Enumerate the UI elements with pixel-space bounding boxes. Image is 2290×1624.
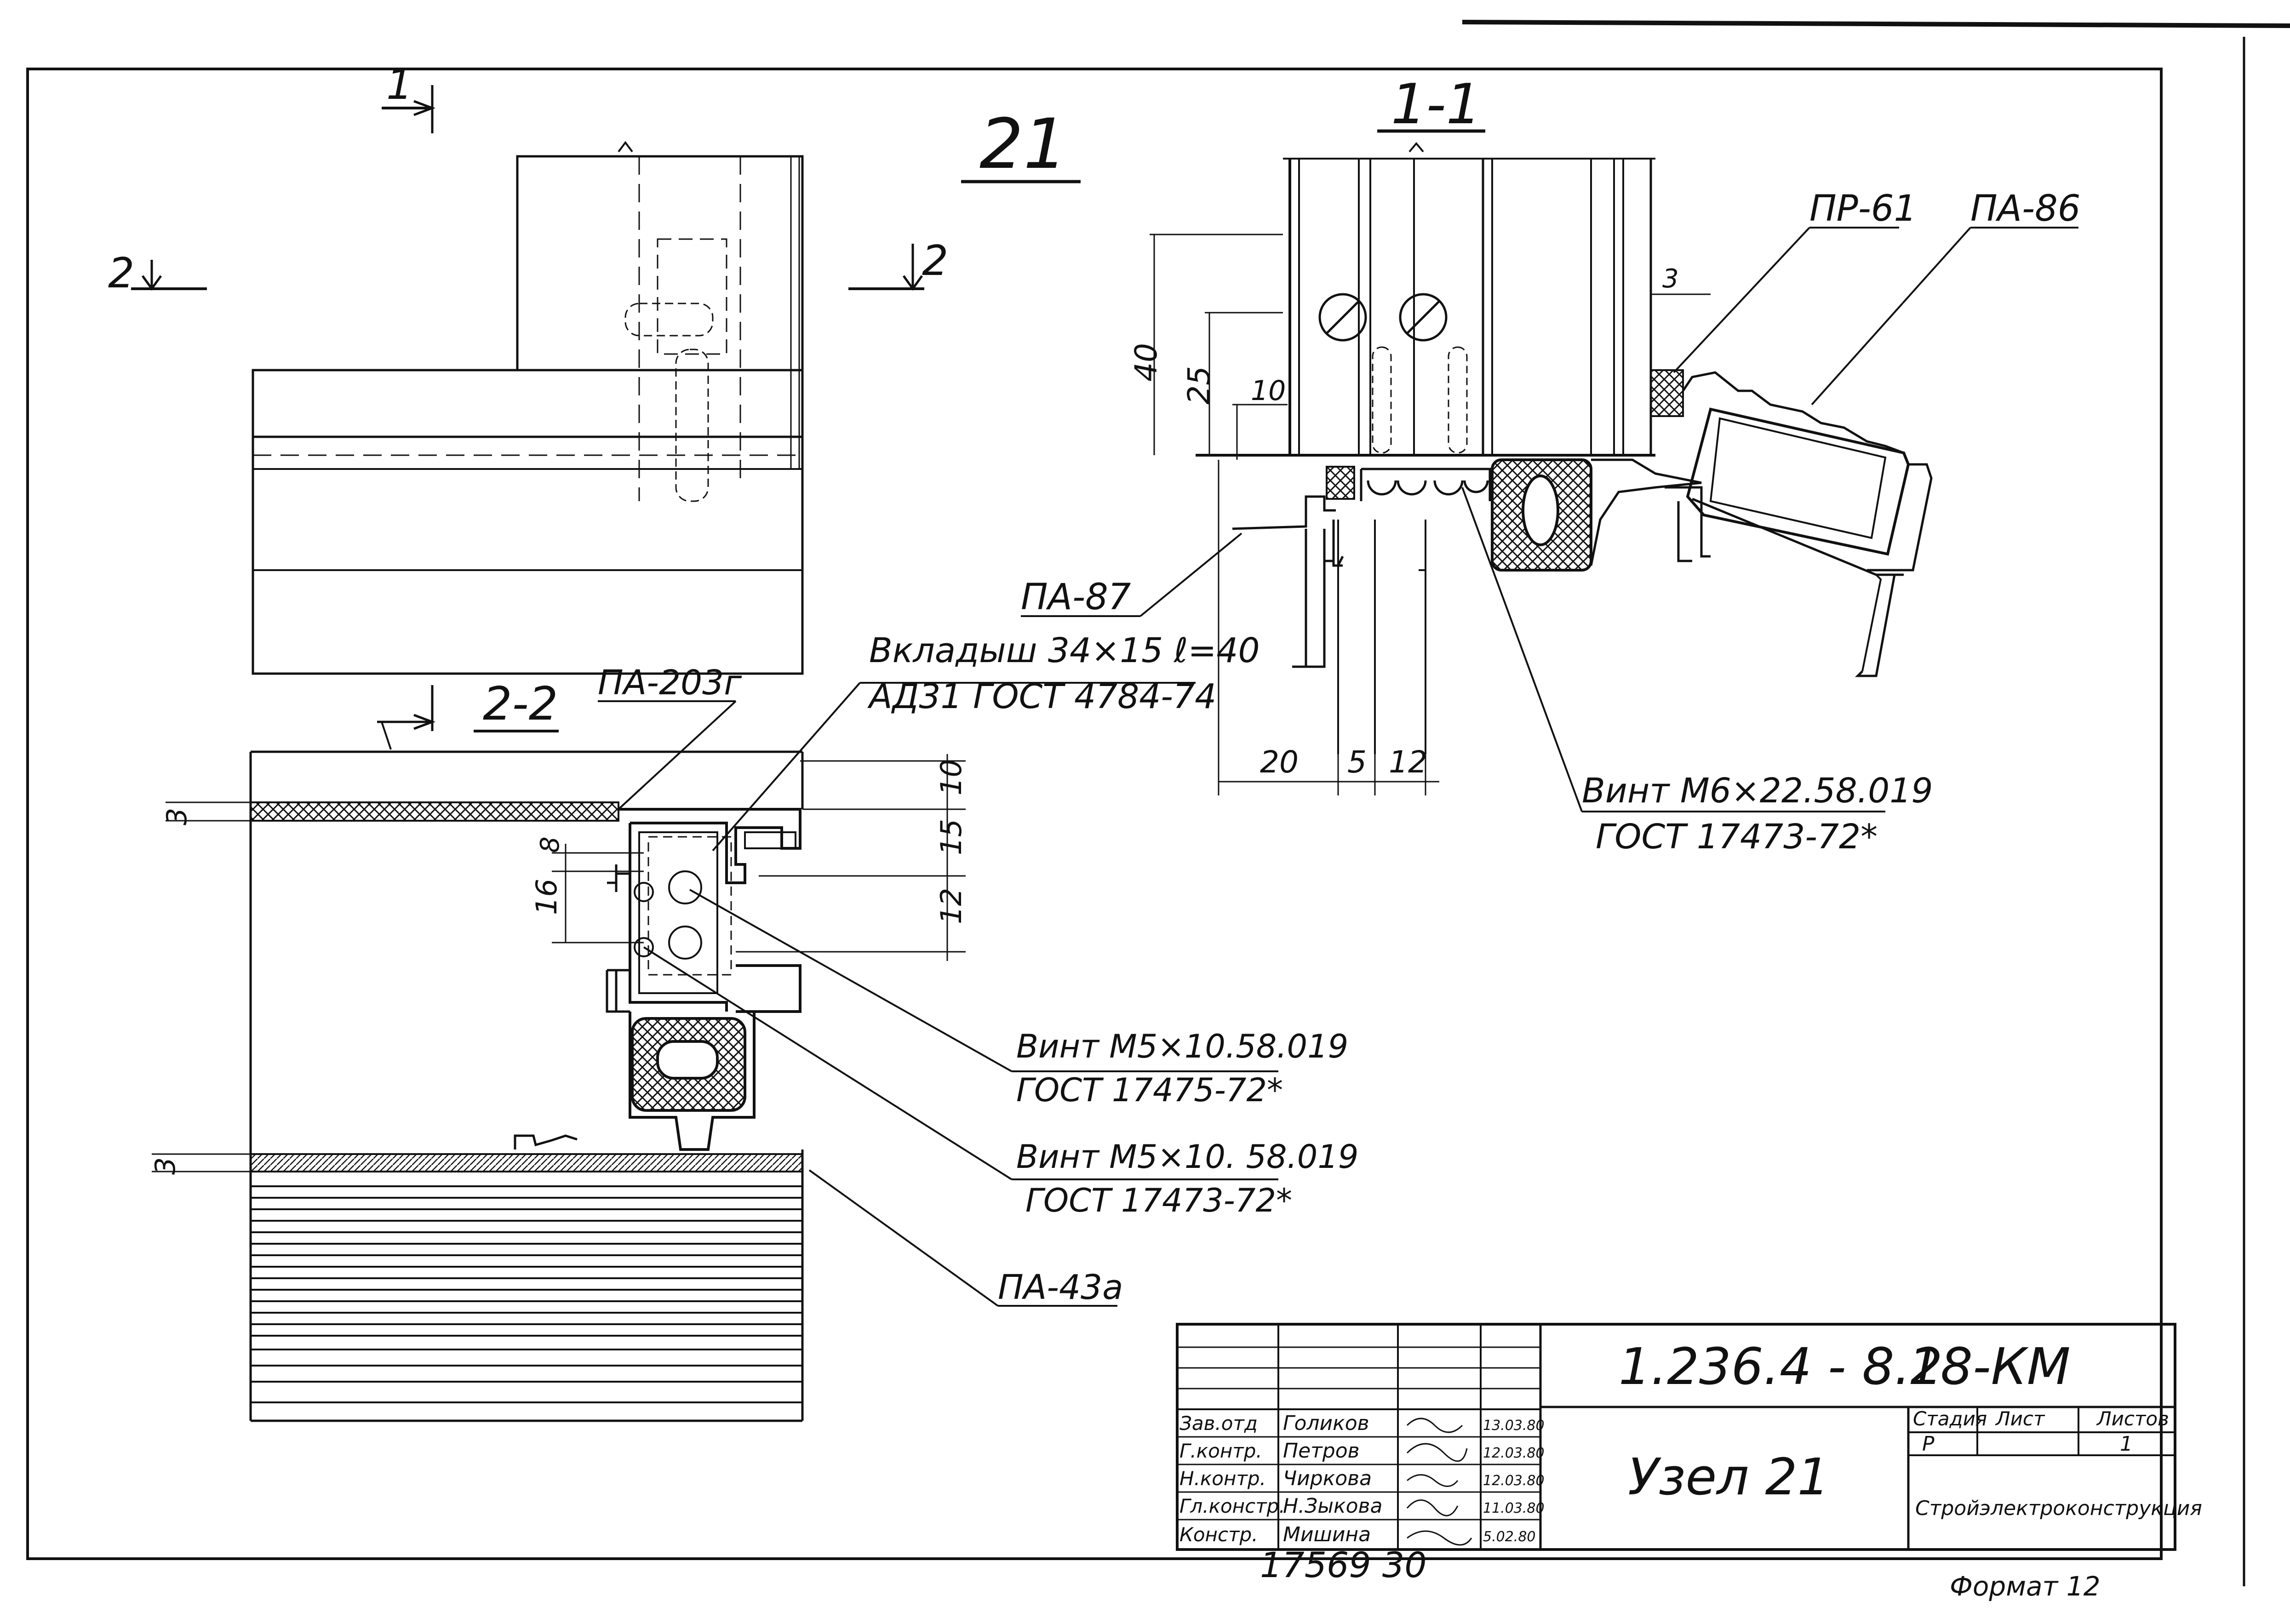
drawing-label: 16 <box>530 879 563 915</box>
section-2-2-title: 2-2 <box>483 677 558 731</box>
dimensions-2-2: 3 3 8 16 10 15 12 <box>149 754 968 1175</box>
callout-pr61: ПР-61 <box>1673 188 1917 373</box>
drawing-label: 40 <box>1128 343 1164 382</box>
signer-role: Г.контр. <box>1179 1440 1262 1462</box>
title-sheet-mark: 18-КМ <box>1908 1337 2071 1396</box>
sheet-frame <box>26 20 2290 1586</box>
signer-date: 13.03.80 <box>1483 1418 1545 1434</box>
plan-view: 21 1 2 2 <box>108 61 1081 675</box>
title-code: 1.236.4 - 8.2 <box>1619 1337 1942 1396</box>
section-1-1: 1-1 <box>1021 73 2080 857</box>
drawing-label: Вкладыш 34×15 ℓ=40 <box>869 631 1260 670</box>
seal-gasket-2-2 <box>631 1017 746 1112</box>
cut-mark-2-right: 2 <box>848 237 948 291</box>
insert-2-2 <box>634 836 732 976</box>
callout-screw-m6: Винт М6×22.58.019 ГОСТ 17473-72* <box>1461 487 1933 857</box>
drawing-label: Винт М5×10.58.019 <box>1016 1028 1348 1065</box>
clip-2-2 <box>514 1134 578 1149</box>
callout-pa203g: ПА-203г <box>598 663 742 810</box>
node-number: 21 <box>979 104 1067 184</box>
drawing-label: 8 <box>535 836 565 853</box>
organization: Стройэлектроконструкция <box>1915 1497 2202 1520</box>
drawing-label: 10 <box>934 759 968 795</box>
drawing-label: 3 <box>1662 264 1679 294</box>
signer-date: 12.03.80 <box>1483 1473 1545 1489</box>
dimensions-1-1: 40 25 10 20 5 12 3 <box>1128 234 1711 795</box>
drawing-label: 25 <box>1181 366 1217 405</box>
drawing-label: ПР-61 <box>1809 188 1917 229</box>
drawing-label: 3 <box>161 808 193 825</box>
section-2-2: 2-2 <box>149 631 1358 1422</box>
drawing-label: Винт М6×22.58.019 <box>1582 771 1933 811</box>
cut-mark-1-top: 1 <box>382 61 436 133</box>
drawing-label: 20 <box>1260 744 1299 780</box>
frame-outline-2-2 <box>249 750 804 1422</box>
signer-name: Мишина <box>1283 1523 1371 1546</box>
glazing-bead-pa86 <box>1590 369 1933 677</box>
drawing-label: 15 <box>934 819 968 855</box>
signer-rows: Зав.отд Голиков 13.03.80 Г.контр. Петров… <box>1179 1412 1545 1546</box>
signer-date: 11.03.80 <box>1483 1500 1545 1516</box>
cut-mark-1-lower <box>377 685 436 750</box>
format-label: Формат 12 <box>1950 1571 2101 1602</box>
filler-lines <box>251 1185 802 1403</box>
title-block: 1.236.4 - 8.2 18-КМ Узел 21 Стадия Лист … <box>1176 1323 2202 1551</box>
callout-screw-m5b: Винт М5×10. 58.019 ГОСТ 17473-72* <box>643 946 1358 1219</box>
drawing-label: 10 <box>1251 375 1286 407</box>
glass-panel-bottom <box>250 1153 803 1172</box>
plan-outline <box>252 141 804 675</box>
drawing-label: 1 <box>386 61 412 109</box>
seal-gasket-1-1 <box>1491 458 1592 572</box>
drawing-label: ГОСТ 17473-72* <box>1596 817 1878 857</box>
stage-header: Стадия <box>1913 1407 1987 1430</box>
drawing-label: ГОСТ 17473-72* <box>1025 1182 1292 1219</box>
sheets-value: 1 <box>2120 1432 2133 1456</box>
signer-name: Н.Зыкова <box>1283 1494 1382 1518</box>
cut-mark-2-left: 2 <box>108 249 207 297</box>
signer-name: Петров <box>1283 1439 1360 1463</box>
signer-role: Констр. <box>1179 1523 1258 1546</box>
signer-name: Голиков <box>1283 1412 1369 1435</box>
callout-pa43a: ПА-43а <box>808 1169 1123 1307</box>
signer-date: 12.03.80 <box>1483 1445 1545 1461</box>
signatures <box>1406 1418 1472 1546</box>
callout-screw-m5a: Винт М5×10.58.019 ГОСТ 17475-72* <box>689 889 1348 1109</box>
sheet-header: Лист <box>1995 1407 2045 1430</box>
drawing-label: 2 <box>108 249 134 297</box>
mullion-profile <box>1196 158 1655 457</box>
title-name: Узел 21 <box>1628 1447 1829 1506</box>
callout-pa87: ПА-87 <box>1021 532 1242 618</box>
stage-value: Р <box>1922 1432 1935 1456</box>
drawing-label: ПА-43а <box>998 1268 1123 1307</box>
callout-insert: Вкладыш 34×15 ℓ=40 АД31 ГОСТ 4784-74 <box>712 631 1260 852</box>
drawing-label: 12 <box>934 888 968 924</box>
frame-profile-2-2 <box>606 808 802 1151</box>
drawing-label: ПА-86 <box>1970 188 2080 229</box>
callout-pa86: ПА-86 <box>1811 188 2080 406</box>
drawing-label: 3 <box>149 1157 182 1175</box>
signer-date: 5.02.80 <box>1483 1529 1536 1545</box>
inventory-number: 17569 30 <box>1260 1544 1427 1585</box>
drawing-label: ПА-87 <box>1021 577 1131 618</box>
section-1-1-title: 1-1 <box>1391 73 1481 137</box>
signer-role: Гл.констр. <box>1179 1495 1285 1517</box>
drawing-label: 12 <box>1389 744 1427 780</box>
transom-profiles <box>1232 466 1491 754</box>
signer-name: Чиркова <box>1283 1467 1372 1490</box>
signer-role: Зав.отд <box>1179 1412 1258 1435</box>
glass-panel-top <box>250 801 619 822</box>
drawing-label: 2 <box>922 237 948 285</box>
drawing-label: 5 <box>1347 744 1367 780</box>
signer-role: Н.контр. <box>1179 1467 1266 1490</box>
drawing-label: ГОСТ 17475-72* <box>1016 1071 1283 1109</box>
drawing-label: ПА-203г <box>598 663 742 703</box>
sheets-header: Листов <box>2096 1407 2169 1430</box>
drawing-label: Винт М5×10. 58.019 <box>1016 1138 1358 1176</box>
